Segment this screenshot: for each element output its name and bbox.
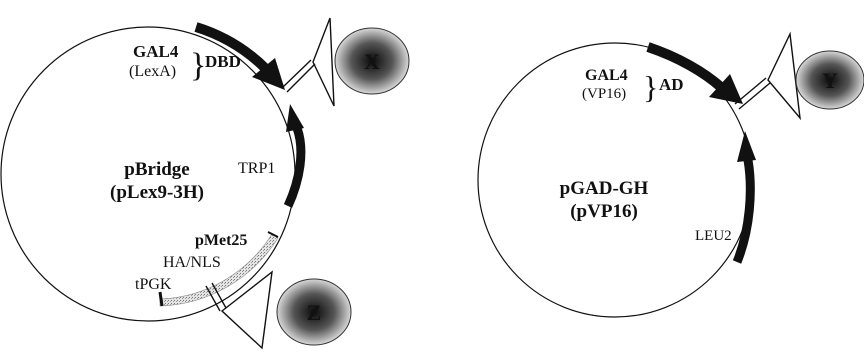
brace-left: } <box>190 47 206 84</box>
fusion-link-x-2 <box>286 63 316 93</box>
protein-x-label: X <box>364 49 380 74</box>
linker-triangle-y <box>767 31 801 121</box>
protein-y-label: Y <box>822 68 838 93</box>
tpgk-label: tPGK <box>135 276 172 293</box>
ad-arrowhead-right <box>709 74 743 104</box>
leu2-arrow <box>732 159 755 264</box>
plasmid-pbridge: X Z GAL4 (LexA) } DBD pBridge (pLex9-3H)… <box>0 17 410 350</box>
protein-z <box>276 278 352 346</box>
ha-nls-label: HA/NLS <box>163 254 221 271</box>
plasmid-name-right-line2: (pVP16) <box>570 201 638 222</box>
ad-arrow-right <box>646 42 726 92</box>
protein-z-label: Z <box>307 300 322 325</box>
pmet25-tick <box>267 231 279 238</box>
pmet25-label: pMet25 <box>195 232 247 249</box>
ha-nls-region <box>159 233 279 307</box>
plasmid-pgad-gh: Y GAL4 (VP16) } AD pGAD-GH (pVP16) LEU2 <box>477 31 864 318</box>
dbd-arrow-left <box>194 22 270 73</box>
plasmid-name-left-line1: pBridge <box>124 159 189 180</box>
protein-y <box>795 50 864 110</box>
fusion-link-x-1 <box>282 59 312 88</box>
brace-right: } <box>643 69 658 105</box>
ad-label: AD <box>659 75 684 94</box>
dbd-label: DBD <box>205 52 241 71</box>
leu2-arrowhead <box>737 131 756 162</box>
fusion-link-y-2 <box>738 82 771 110</box>
plasmid-name-left-line2: (pLex9-3H) <box>110 182 204 203</box>
tpgk-tick <box>158 291 164 307</box>
trp1-arrow <box>283 126 306 208</box>
leu2-label: LEU2 <box>695 228 732 244</box>
gal4-label-left: GAL4 <box>133 42 179 61</box>
trp1-label: TRP1 <box>238 160 275 177</box>
lexa-label: (LexA) <box>129 63 176 80</box>
fusion-link-y-1 <box>734 77 767 105</box>
linker-triangle-z <box>220 270 273 350</box>
fusion-link-z-2 <box>211 282 227 309</box>
gal4-label-right: GAL4 <box>585 67 628 84</box>
vp16-label: (VP16) <box>582 86 626 102</box>
fusion-link-z-1 <box>205 285 221 312</box>
protein-x <box>334 27 410 95</box>
trp1-arrowhead <box>286 104 304 132</box>
plasmid-name-right-line1: pGAD-GH <box>560 178 649 199</box>
dbd-arrowhead-left <box>252 58 285 90</box>
linker-triangle-x <box>312 17 335 107</box>
